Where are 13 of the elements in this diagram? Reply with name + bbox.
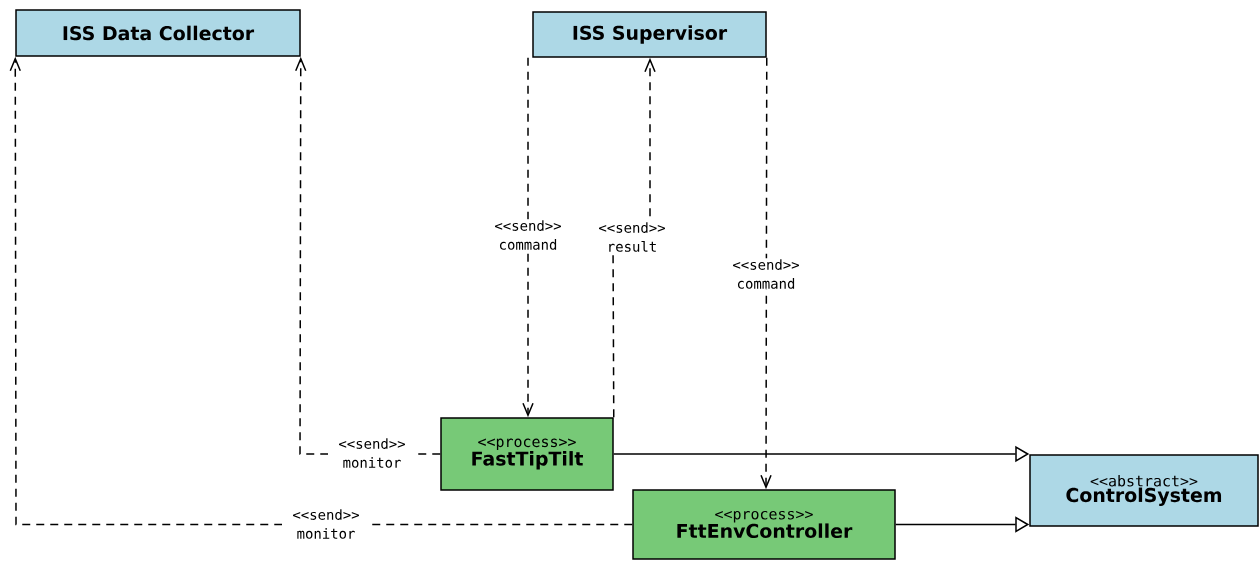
- class-box: <<process>> FttEnvController: [632, 489, 896, 560]
- class-box: <<process>> FastTipTilt: [440, 417, 614, 491]
- edge-label: <<send>> command: [722, 258, 810, 290]
- class-box: <<abstract>> ControlSystem: [1029, 454, 1259, 527]
- arrow: [9, 56, 633, 526]
- class-box: ISS Data Collector: [15, 9, 301, 57]
- edge-label: <<send>> result: [588, 221, 676, 253]
- edge-label: <<send>> monitor: [282, 508, 370, 540]
- edge-label: <<send>> monitor: [328, 437, 416, 469]
- class-box: ISS Supervisor: [532, 11, 767, 58]
- arrow: [522, 57, 534, 418]
- arrow: [760, 57, 772, 490]
- edge-label: <<send>> command: [484, 219, 572, 251]
